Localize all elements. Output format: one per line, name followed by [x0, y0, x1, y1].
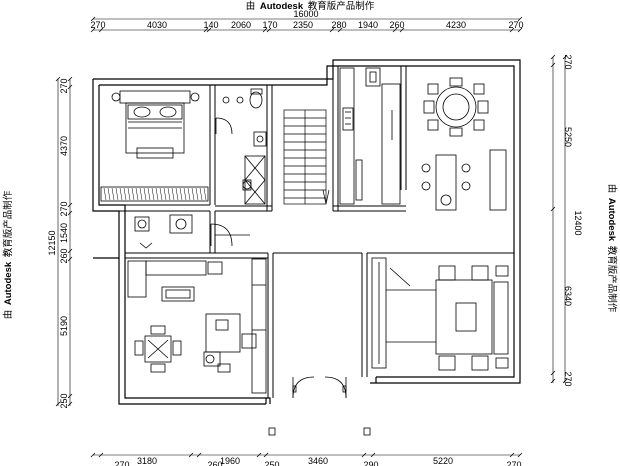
- dim-left-5: 5190: [59, 316, 69, 336]
- dim-top-10: 270: [508, 20, 523, 30]
- dim-top-0: 270: [90, 20, 105, 30]
- dim-left-2: 270: [59, 201, 69, 216]
- dim-bottom-5: 3460: [308, 456, 328, 466]
- living-room-furniture: [371, 257, 509, 371]
- dim-bottom-7: 5220: [433, 456, 453, 466]
- entry-area: [134, 179, 252, 249]
- dim-top-5: 2350: [293, 20, 313, 30]
- dim-right-1: 5250: [563, 127, 573, 147]
- watermark-top-brand: Autodesk: [260, 1, 304, 12]
- dim-top-7: 1940: [358, 20, 378, 30]
- dim-left-1: 4370: [59, 136, 69, 156]
- dim-top-3: 2060: [231, 20, 251, 30]
- dim-bottom-4: 250: [264, 460, 279, 466]
- bottom-dimensions: 270 3180 260 1960 250 3460 290 5220 270: [114, 456, 521, 466]
- dim-right-2: 6340: [563, 286, 573, 306]
- kitchen-fixtures: [339, 67, 401, 205]
- watermark-right: 由 Autodesk 教育版产品制作: [606, 184, 618, 313]
- dim-bottom-3: 1960: [220, 456, 240, 466]
- dim-bottom-2: 260: [207, 460, 222, 466]
- dim-bottom-6: 290: [363, 460, 378, 466]
- watermark-left-brand: Autodesk: [3, 261, 14, 305]
- dim-top-6: 280: [331, 20, 346, 30]
- dining-set: [421, 77, 507, 211]
- dim-right-3: 270: [563, 371, 573, 386]
- wardrobe-hatch: [103, 187, 207, 201]
- dim-top-total: 16000: [293, 9, 318, 19]
- dim-right-0: 270: [563, 54, 573, 69]
- watermark-right-suffix: 教育版产品制作: [606, 246, 618, 313]
- watermark-left-suffix: 教育版产品制作: [2, 190, 14, 257]
- dim-left-0: 270: [59, 78, 69, 93]
- dim-top-2: 140: [203, 20, 218, 30]
- watermark-top-prefix: 由: [246, 0, 256, 12]
- top-dimensions: 16000 270 4030 140 2060 170 2350 280 194…: [90, 9, 523, 30]
- dim-left-3: 1540: [59, 223, 69, 243]
- watermark-top-suffix: 教育版产品制作: [308, 0, 375, 12]
- study-furniture: [127, 258, 267, 394]
- interior-walls: [99, 66, 514, 398]
- dimension-ticks: [55, 16, 568, 458]
- watermark-top: 由 Autodesk 教育版产品制作: [246, 0, 375, 12]
- dim-bottom-8: 270: [506, 460, 521, 466]
- bedroom-furniture: [100, 90, 209, 202]
- dim-top-9: 4230: [446, 20, 466, 30]
- staircase: [283, 109, 330, 205]
- left-dimensions: 12150 270 4370 270 1540 260 5190 250: [47, 78, 69, 408]
- dim-bottom-1: 3180: [137, 456, 157, 466]
- dim-top-4: 170: [262, 20, 277, 30]
- bathroom-fixtures: [215, 88, 267, 205]
- dim-left-6: 250: [59, 393, 69, 408]
- dimension-lines: [57, 18, 566, 456]
- dim-top-1: 4030: [147, 20, 167, 30]
- dim-right-total: 12400: [573, 210, 583, 235]
- watermark-left: 由 Autodesk 教育版产品制作: [2, 190, 14, 319]
- entrance-doors: [268, 376, 371, 436]
- dim-bottom-0: 270: [114, 460, 129, 466]
- right-dimensions: 12400 270 5250 6340 270: [563, 54, 583, 386]
- dim-top-8: 260: [389, 20, 404, 30]
- exterior-walls: [92, 59, 521, 405]
- watermark-left-prefix: 由: [2, 310, 14, 320]
- dim-left-4: 260: [59, 248, 69, 263]
- watermark-right-brand: Autodesk: [606, 198, 617, 242]
- watermark-right-prefix: 由: [606, 184, 618, 194]
- dim-left-total: 12150: [47, 230, 57, 255]
